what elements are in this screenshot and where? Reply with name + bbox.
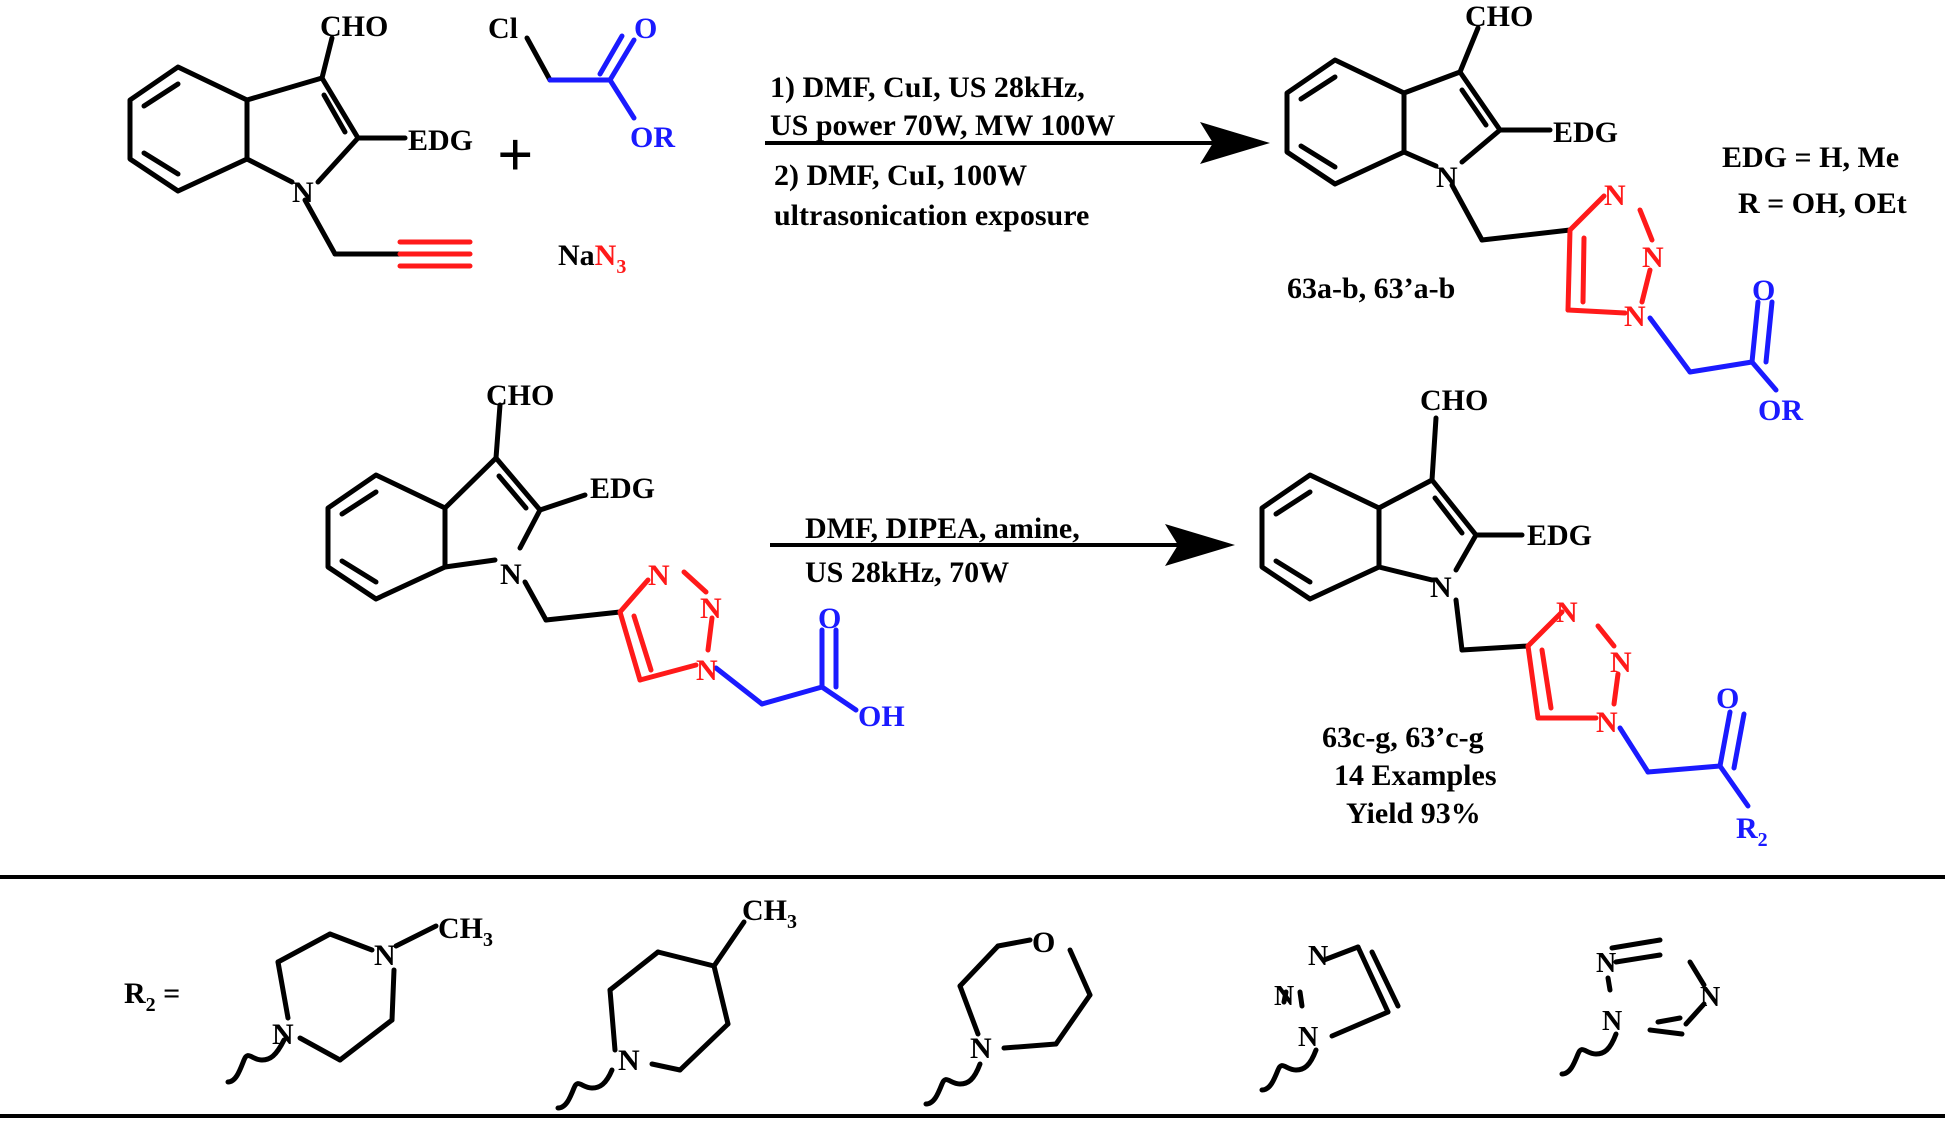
n-label: N	[1274, 981, 1294, 1012]
ch3-label: CH3	[742, 894, 797, 933]
sodium-azide: NaN3	[558, 239, 626, 278]
n-label: N	[374, 939, 396, 972]
triazole-n1-label: N	[1556, 596, 1578, 629]
r2-substituent-label: R2	[1736, 812, 1768, 851]
cho-label: CHO	[320, 10, 388, 43]
n-label: N	[292, 176, 314, 209]
cl-label: Cl	[488, 12, 518, 45]
n-label: N	[618, 1044, 640, 1077]
n-label: N	[1436, 161, 1458, 194]
carbonyl-o-label: O	[1752, 274, 1775, 307]
triazole-acid-reactant: CHO EDG N N N N O OH	[325, 379, 905, 733]
definition-r: R = OH, OEt	[1738, 187, 1907, 220]
edg-label: EDG	[408, 124, 473, 157]
chloroacetate-reactant: Cl O OR	[488, 12, 675, 154]
conditions-1-line-2: US power 70W, MW 100W	[770, 109, 1115, 142]
triazole-n3-label: N	[696, 654, 718, 687]
r2-methylpiperazine: N N CH3	[225, 912, 493, 1085]
product-2-examples: 14 Examples	[1334, 759, 1497, 792]
n-label: N	[1308, 941, 1328, 972]
carbonyl-o-label: O	[1716, 682, 1739, 715]
ch3-label: CH3	[438, 912, 493, 951]
r2-123-triazole: N N N	[1259, 941, 1401, 1093]
carbonyl-o-label: O	[818, 602, 841, 635]
product-2-label: 63c-g, 63’c-g	[1322, 721, 1484, 754]
ester-or-label: OR	[1758, 394, 1803, 427]
ester-or-label: OR	[630, 121, 675, 154]
n-label: N	[272, 1018, 294, 1051]
edg-label: EDG	[1553, 116, 1618, 149]
cho-label: CHO	[1465, 0, 1533, 33]
r2-equals-label: R2 =	[124, 977, 180, 1016]
conditions-1-line-3: 2) DMF, CuI, 100W	[774, 159, 1027, 192]
cho-label: CHO	[1420, 384, 1488, 417]
indole-alkyne-reactant: CHO EDG N	[127, 10, 473, 269]
n-label: N	[1596, 948, 1616, 979]
reaction-arrow-2: DMF, DIPEA, amine, US 28kHz, 70W	[770, 512, 1235, 589]
triazole-n3-label: N	[1624, 300, 1646, 333]
n-label: N	[500, 558, 522, 591]
triazole-n2-label: N	[1642, 241, 1664, 274]
triazole-n2-label: N	[1610, 646, 1632, 679]
reaction-arrow-1: 1) DMF, CuI, US 28kHz, US power 70W, MW …	[765, 71, 1270, 232]
conditions-2-line-2: US 28kHz, 70W	[805, 556, 1009, 589]
definition-edg: EDG = H, Me	[1722, 141, 1899, 174]
acid-oh-label: OH	[858, 700, 905, 733]
r2-morpholine: N O	[923, 926, 1093, 1107]
n-label: N	[970, 1032, 992, 1065]
triazole-n1-label: N	[1604, 179, 1626, 212]
n-label: N	[1430, 571, 1452, 604]
r2-methylpiperidine: N CH3	[555, 894, 797, 1111]
conditions-1-line-1: 1) DMF, CuI, US 28kHz,	[770, 71, 1085, 104]
n-label: N	[1298, 1022, 1318, 1053]
r2-124-triazole: N N N	[1559, 937, 1720, 1077]
conditions-1-line-4: ultrasonication exposure	[774, 199, 1089, 232]
product-1-label: 63a-b, 63’a-b	[1287, 272, 1455, 305]
product-2-yield: Yield 93%	[1346, 797, 1481, 830]
triazole-n3-label: N	[1596, 706, 1618, 739]
o-label: O	[1032, 926, 1055, 959]
plus-sign: +	[497, 119, 533, 190]
conditions-2-line-1: DMF, DIPEA, amine,	[805, 512, 1080, 545]
n-label: N	[1700, 982, 1720, 1013]
triazole-amide-product: CHO EDG N N N N O R2	[1259, 384, 1768, 851]
triazole-n1-label: N	[648, 559, 670, 592]
cho-label: CHO	[486, 379, 554, 412]
triazole-ester-product: CHO EDG N N N N O OR	[1284, 0, 1803, 427]
n-label: N	[1602, 1006, 1622, 1037]
carbonyl-o-label: O	[634, 12, 657, 45]
edg-label: EDG	[590, 472, 655, 505]
triazole-n2-label: N	[700, 592, 722, 625]
edg-label: EDG	[1527, 519, 1592, 552]
